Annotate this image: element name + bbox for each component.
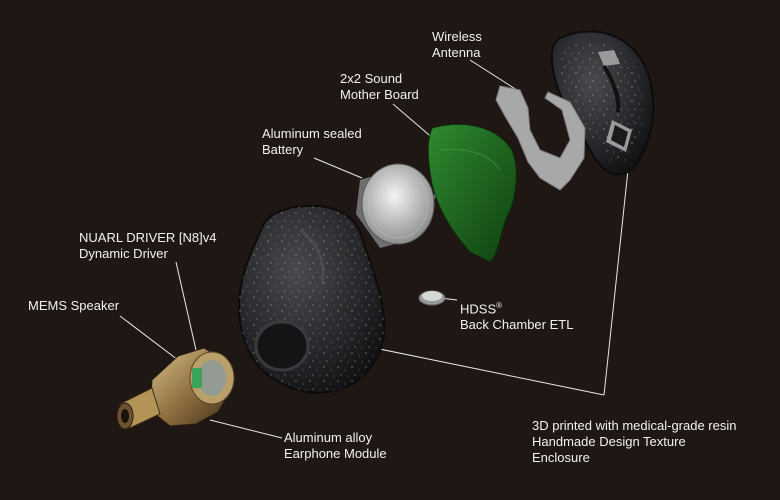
earphone-module bbox=[116, 347, 235, 430]
leader-enclosure-a bbox=[359, 344, 605, 396]
leader-driver bbox=[175, 261, 197, 351]
wireless-antenna bbox=[495, 85, 586, 191]
sound-mother-board bbox=[427, 123, 517, 263]
leader-board bbox=[392, 103, 436, 141]
battery bbox=[356, 163, 436, 248]
label-earphone-module: Aluminum alloy Earphone Module bbox=[284, 430, 387, 461]
label-battery: Aluminum sealed Battery bbox=[262, 126, 362, 157]
leader-mems bbox=[119, 315, 179, 361]
label-hdss: HDSS® Back Chamber ETL bbox=[460, 301, 574, 333]
label-enclosure: 3D printed with medical-grade resin Hand… bbox=[532, 418, 737, 465]
label-mems: MEMS Speaker bbox=[28, 298, 120, 313]
leader-enclosure-b bbox=[603, 169, 629, 396]
leader-module bbox=[209, 419, 283, 439]
leader-antenna bbox=[469, 59, 521, 93]
label-mother-board: 2x2 Sound Mother Board bbox=[340, 71, 419, 102]
label-wireless-antenna: Wireless Antenna bbox=[432, 29, 482, 60]
faceplate-shell bbox=[550, 30, 655, 176]
hdss-disc bbox=[418, 290, 446, 306]
leader-battery bbox=[313, 157, 363, 179]
leader-lines bbox=[119, 59, 629, 439]
enclosure-body bbox=[238, 204, 386, 394]
mems-speaker-chip bbox=[192, 368, 202, 388]
label-driver: NUARL DRIVER [N8]v4 Dynamic Driver bbox=[79, 230, 217, 261]
